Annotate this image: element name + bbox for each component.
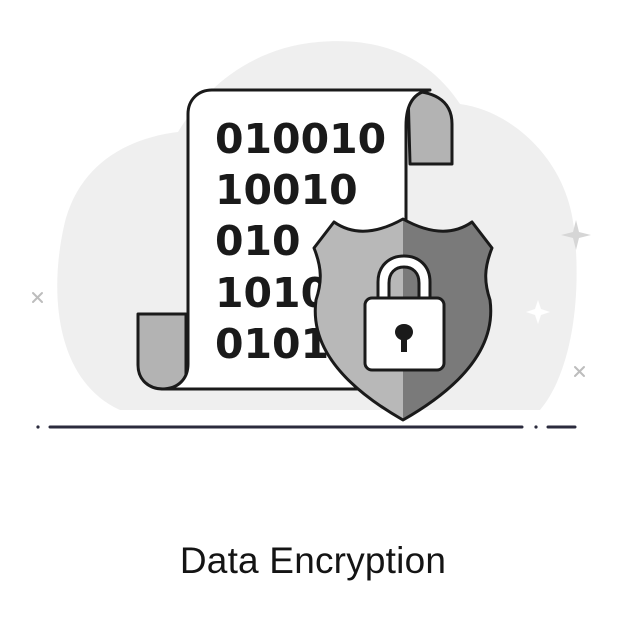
sparkle-bottom-left	[65, 386, 91, 412]
binary-line-4: 1010	[215, 269, 329, 317]
ground-line	[36, 425, 577, 429]
sparkle-right	[526, 300, 550, 324]
padlock-keyhole	[395, 324, 413, 352]
binary-line-2: 10010	[215, 166, 358, 214]
shield-outline	[312, 217, 494, 422]
scroll-top-curl	[406, 89, 454, 166]
illustration-title: Data Encryption	[179, 540, 447, 581]
sparkle-top-right	[561, 220, 591, 250]
padlock-icon	[363, 254, 446, 372]
scroll-bottom-curl	[136, 312, 188, 391]
cross-right	[574, 366, 585, 377]
binary-digits: 010010 10010 010 1010 0101	[215, 115, 386, 368]
binary-document-icon: 010010 10010 010 1010 0101	[136, 88, 454, 391]
binary-line-3: 010	[215, 217, 301, 265]
cross-left	[32, 292, 43, 303]
illustration-canvas: 010010 10010 010 1010 0101	[32, 41, 591, 429]
binary-line-5: 0101	[215, 320, 329, 368]
binary-line-1: 010010	[215, 115, 386, 163]
shield-icon	[312, 217, 494, 422]
